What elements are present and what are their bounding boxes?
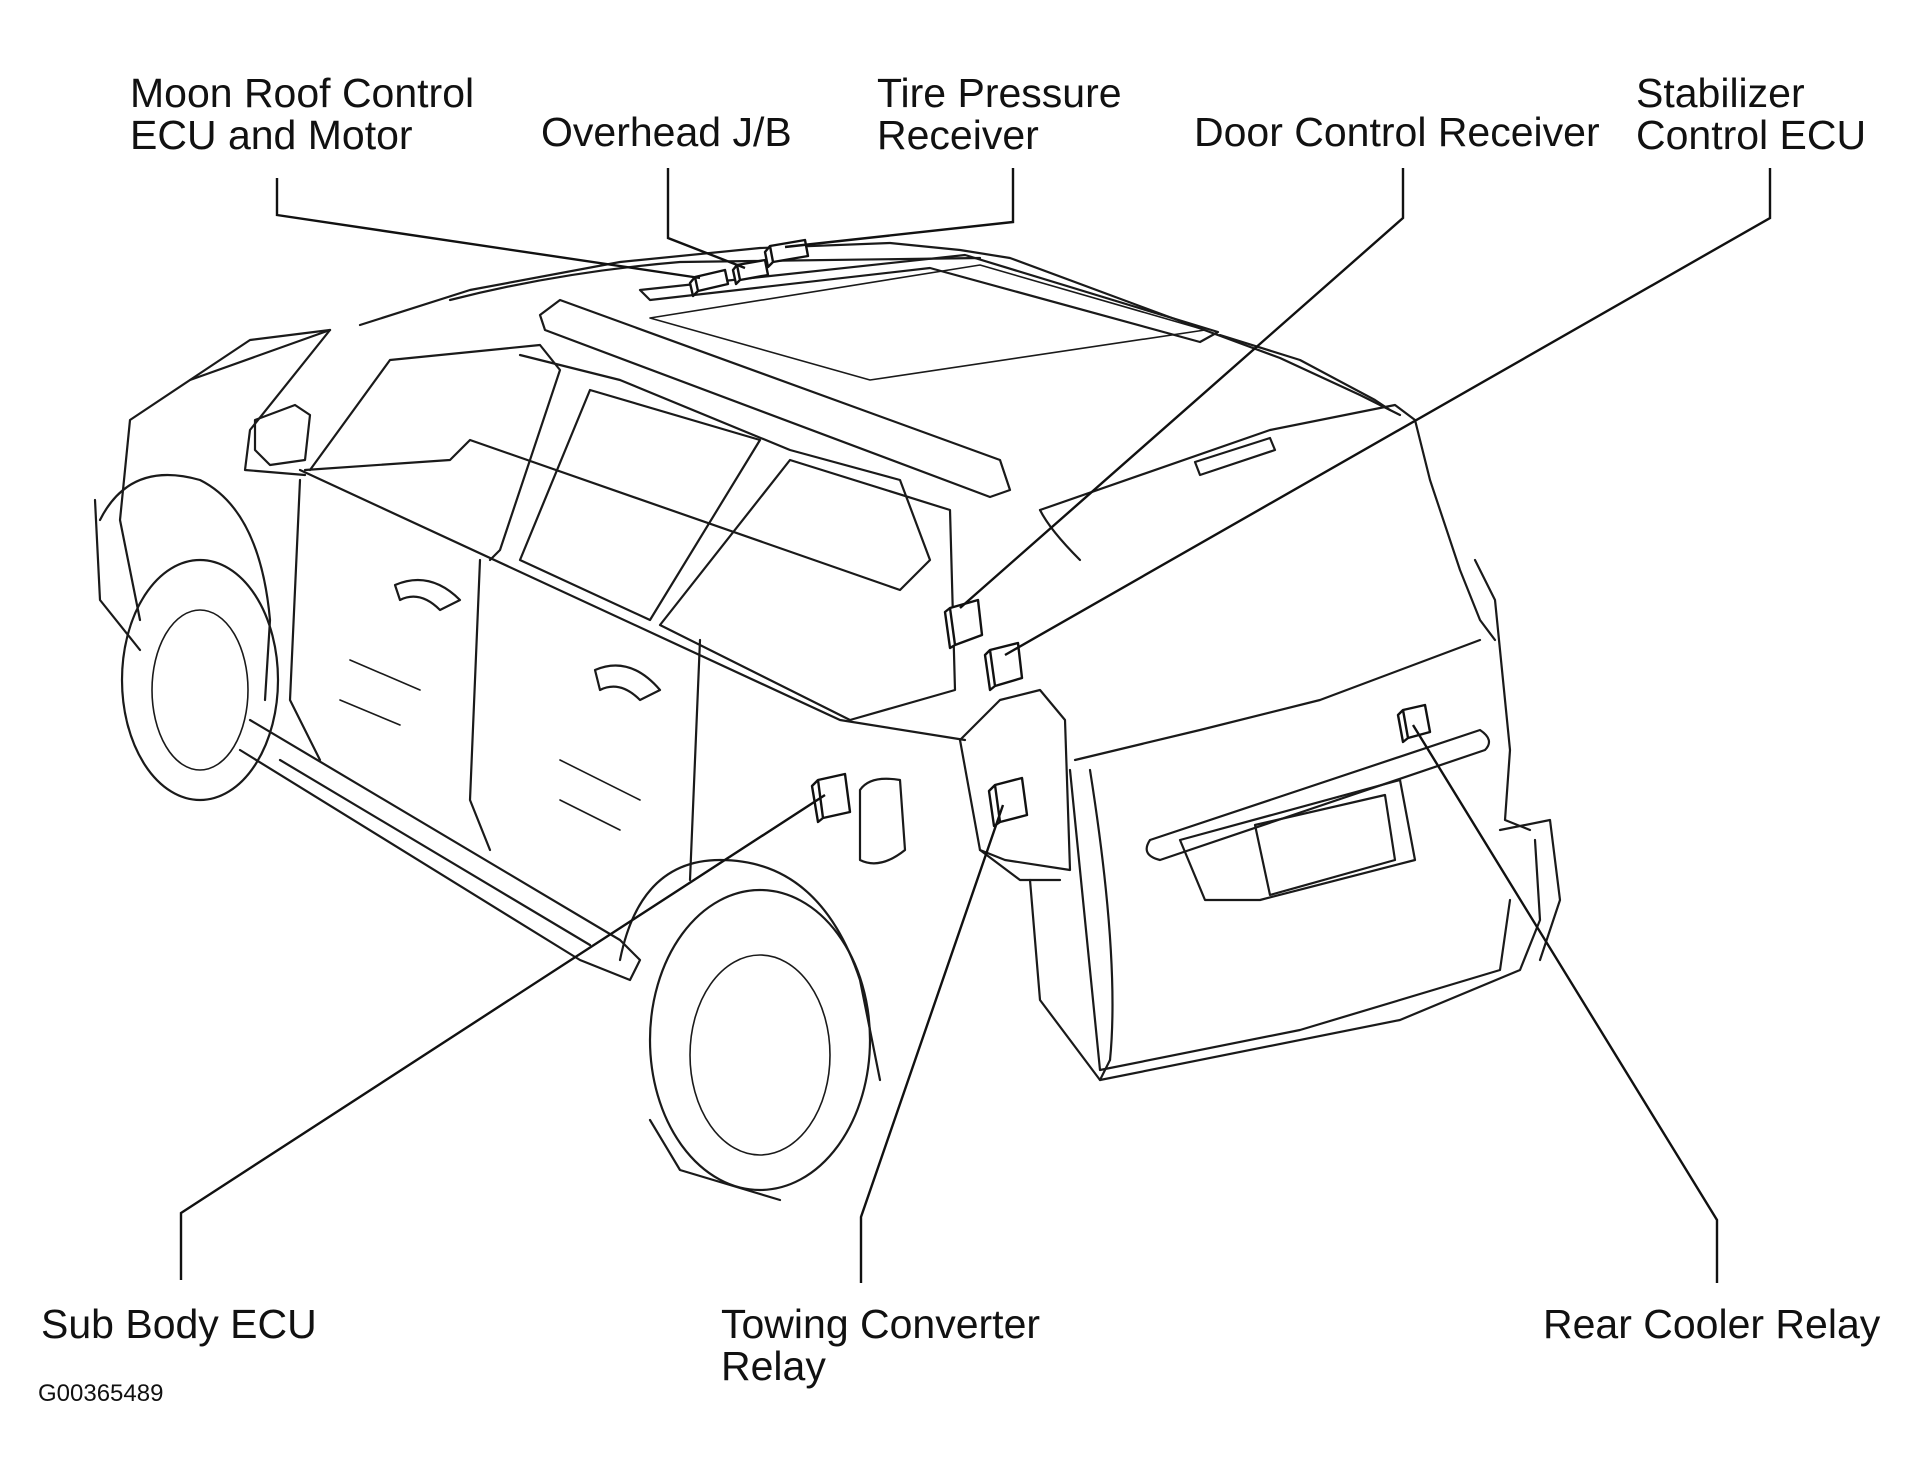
figure-code: G00365489 <box>38 1380 163 1407</box>
rear-cooler-relay-box <box>1396 703 1432 744</box>
label-towing: Towing Converter Relay <box>721 1301 1051 1389</box>
label-door-control-line1: Door Control Receiver <box>1194 109 1600 155</box>
label-towing-line2: Relay <box>721 1343 826 1389</box>
label-moon-roof-line2: ECU and Motor <box>130 112 413 158</box>
label-tire-pressure: Tire Pressure Receiver <box>877 70 1133 158</box>
label-rear-cooler: Rear Cooler Relay <box>1543 1301 1881 1347</box>
label-stabilizer: Stabilizer Control ECU <box>1636 70 1866 158</box>
suv-outline-drawing <box>93 241 1562 1202</box>
label-moon-roof: Moon Roof Control ECU and Motor <box>130 70 486 158</box>
label-tire-pressure-line1: Tire Pressure <box>877 70 1122 116</box>
label-towing-line1: Towing Converter <box>721 1301 1040 1347</box>
door-control-receiver-box <box>943 598 984 650</box>
label-sub-body-line1: Sub Body ECU <box>41 1301 317 1347</box>
label-tire-pressure-line2: Receiver <box>877 112 1039 158</box>
overhead-jb-box <box>731 258 770 286</box>
label-sub-body: Sub Body ECU <box>41 1301 317 1347</box>
label-door-control: Door Control Receiver <box>1194 109 1600 155</box>
callout-labels: Moon Roof Control ECU and Motor Overhead… <box>38 70 1881 1407</box>
leader-tire-pressure <box>784 168 1015 249</box>
leader-door-control <box>959 168 1405 609</box>
leader-lines <box>179 168 1772 1283</box>
label-overhead-jb: Overhead J/B <box>541 109 792 155</box>
moon-roof-ecu-box <box>688 268 730 298</box>
label-rear-cooler-line1: Rear Cooler Relay <box>1543 1301 1881 1347</box>
leader-stabilizer <box>1004 168 1772 657</box>
component-boxes <box>688 238 1432 828</box>
leader-rear-cooler <box>1411 724 1719 1283</box>
stabilizer-control-ecu-box <box>983 641 1024 692</box>
label-moon-roof-line1: Moon Roof Control <box>130 70 474 116</box>
leader-moon-roof <box>275 178 701 280</box>
sub-body-ecu-box <box>810 772 852 824</box>
leader-overhead-jb <box>666 168 746 270</box>
leader-towing <box>859 804 1005 1283</box>
label-stabilizer-line1: Stabilizer <box>1636 70 1805 116</box>
label-overhead-jb-line1: Overhead J/B <box>541 109 792 155</box>
leader-sub-body <box>179 793 826 1280</box>
towing-converter-relay-box <box>987 776 1029 828</box>
label-stabilizer-line2: Control ECU <box>1636 112 1866 158</box>
